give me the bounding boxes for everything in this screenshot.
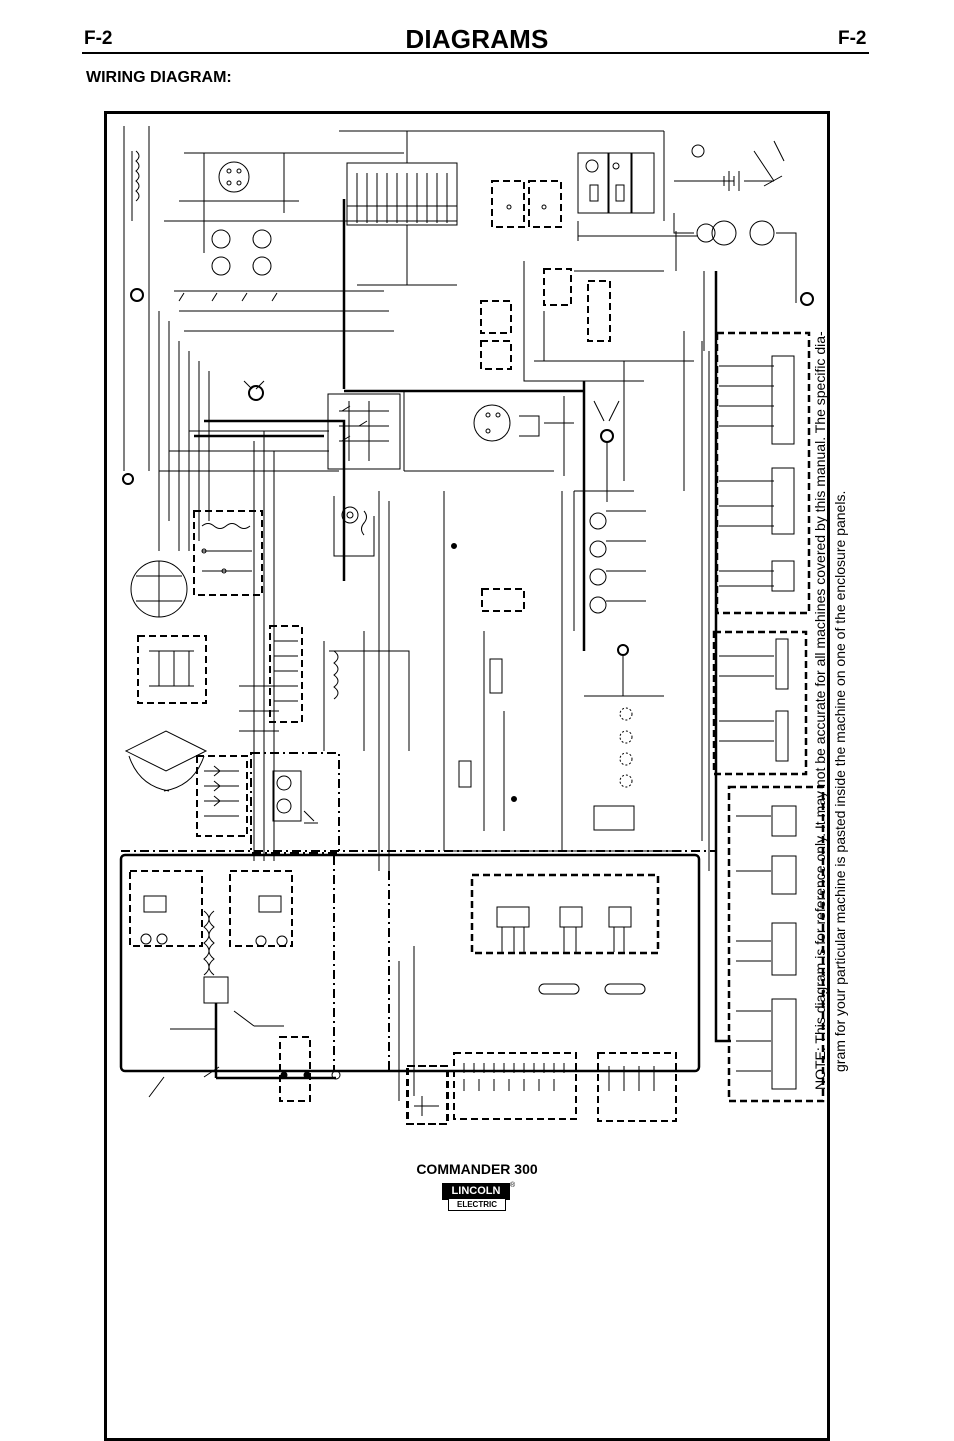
page-code-right: F-2 <box>838 28 867 49</box>
model-name: COMMANDER 300 <box>416 1161 538 1177</box>
lincoln-electric-logo: LINCOLN ELECTRIC ® <box>442 1182 516 1213</box>
note-line-2: gram for your particular machine is past… <box>832 490 848 1072</box>
section-label: WIRING DIAGRAM: <box>86 69 232 86</box>
logo-bottom: ELECTRIC <box>448 1198 506 1211</box>
logo-registered-mark: ® <box>510 1182 516 1189</box>
note-line-1: NOTE: This diagram is for reference only… <box>812 331 828 1090</box>
page-title: DIAGRAMS <box>405 24 549 54</box>
page-code-left: F-2 <box>84 28 113 49</box>
wiring-diagram <box>104 111 830 1441</box>
title-rule <box>82 52 869 54</box>
